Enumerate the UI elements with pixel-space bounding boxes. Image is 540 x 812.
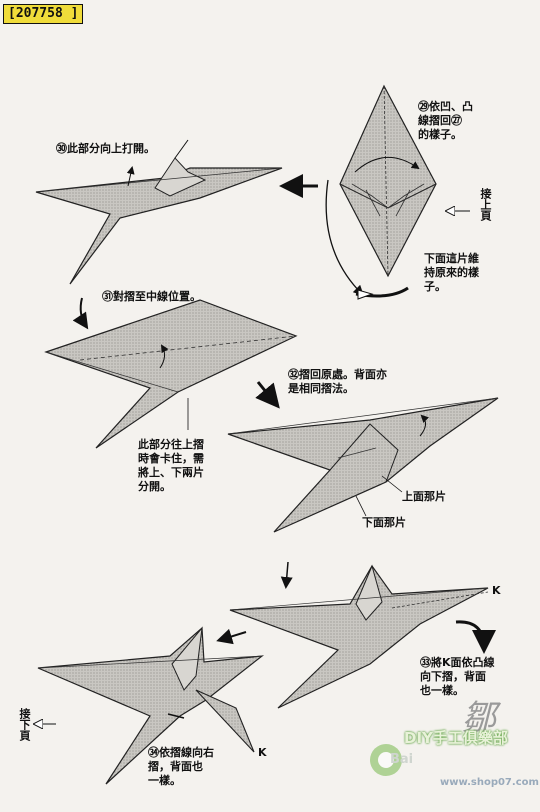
k-label-top: K <box>492 584 501 597</box>
step31-caption: ㉛對摺至中線位置。 <box>102 290 201 303</box>
watermark-text: DIY手工俱樂部 <box>404 729 508 747</box>
arrow-31-to-32 <box>255 381 280 409</box>
continue-bottom-label: 接下頁 <box>18 708 31 741</box>
continue-top-label: 接上頁 <box>479 188 492 221</box>
step33-shape <box>229 564 496 709</box>
k-label-bottom: K <box>258 746 267 759</box>
watermark-baidu: Bai <box>390 752 414 767</box>
step34-caption: ㉞依摺線向右 摺，背面也 一樣。 <box>148 746 214 787</box>
watermark-url: www.shop07.com <box>440 777 539 788</box>
arrow-30-to-31 <box>72 297 89 330</box>
step32-shape <box>227 397 499 533</box>
step30-shape <box>35 139 283 285</box>
arrow-32-to-33 <box>280 561 293 589</box>
step31-shape <box>44 299 298 449</box>
signature: 鄒 <box>462 698 496 738</box>
step32-caption: ㉜摺回原處。背面亦 是相同摺法。 <box>288 368 387 395</box>
step29-shape <box>325 84 470 300</box>
step31-note: 此部分往上摺 時會卡住，需 將上、下兩片 分開。 <box>138 438 204 493</box>
image-id-badge: [207758 ] <box>3 4 84 24</box>
step33-caption: ㉝將K面依凸線 向下摺，背面 也一樣。 <box>420 656 495 697</box>
step32-lower-label: 下面那片 <box>362 516 406 529</box>
step29-caption: ㉙依凹、凸 線摺回㉗ 的樣子。 <box>418 100 473 141</box>
watermark-logo-icon <box>370 744 402 776</box>
step32-upper-label: 上面那片 <box>402 490 446 503</box>
step30-caption: ㉚此部分向上打開。 <box>56 142 155 155</box>
arrow-33-to-34 <box>216 628 247 645</box>
step34-shape <box>36 626 265 785</box>
step29-note: 下面這片維 持原來的樣 子。 <box>424 252 479 293</box>
